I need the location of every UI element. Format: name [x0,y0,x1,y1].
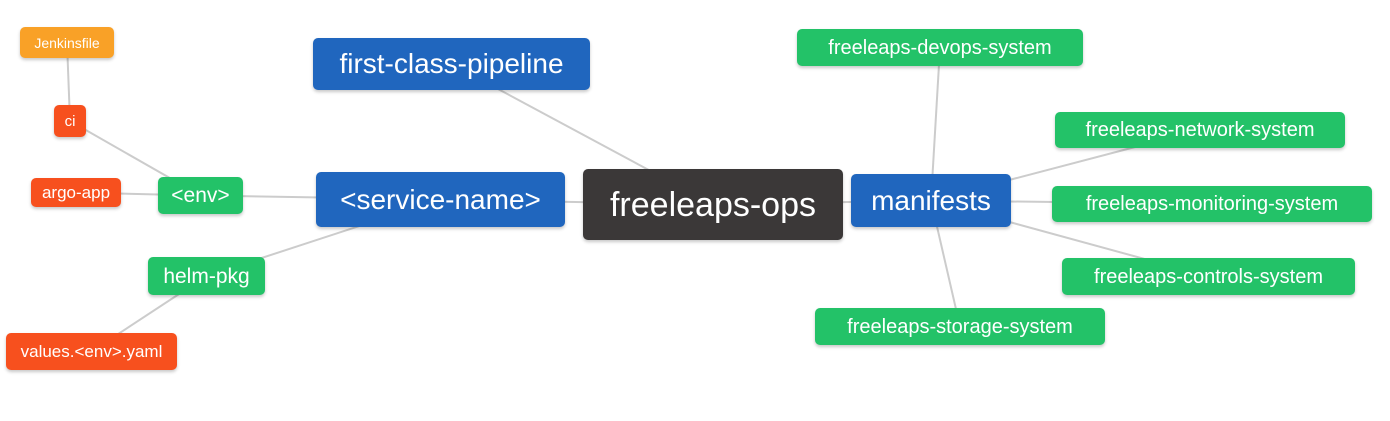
node-label: argo-app [41,183,111,202]
node-label: freeleaps-devops-system [828,36,1052,59]
node-freeleaps-ops[interactable]: freeleaps-ops [583,169,843,240]
node-label: values.<env>.yaml [20,342,163,361]
node-label: freeleaps-controls-system [1094,265,1323,288]
node-label: <env> [171,184,230,207]
node-freeleaps-devops-system[interactable]: freeleaps-devops-system [797,29,1083,66]
node-service-name[interactable]: <service-name> [316,172,565,227]
node-jenkinsfile[interactable]: Jenkinsfile [20,27,114,58]
node-ci[interactable]: ci [54,105,86,137]
node-label: freeleaps-network-system [1085,119,1315,141]
node-label: freeleaps-monitoring-system [1085,193,1339,215]
node-label: first-class-pipeline [339,48,564,79]
node-label: ci [64,112,76,130]
node-label: <service-name> [340,183,541,215]
node-freeleaps-controls-system[interactable]: freeleaps-controls-system [1062,258,1355,295]
node-label: Jenkinsfile [34,34,100,51]
node-label: freeleaps-storage-system [847,315,1073,338]
node-label: freeleaps-ops [609,185,816,224]
node-manifests[interactable]: manifests [851,174,1011,227]
node-values-env-yaml[interactable]: values.<env>.yaml [6,333,177,370]
node-helm-pkg[interactable]: helm-pkg [148,257,265,295]
node-label: manifests [871,184,991,216]
node-argo-app[interactable]: argo-app [31,178,121,207]
node-freeleaps-monitoring-system[interactable]: freeleaps-monitoring-system [1052,186,1372,222]
node-freeleaps-storage-system[interactable]: freeleaps-storage-system [815,308,1105,345]
node-freeleaps-network-system[interactable]: freeleaps-network-system [1055,112,1345,148]
node-env[interactable]: <env> [158,177,243,214]
node-label: helm-pkg [163,264,250,288]
node-first-class-pipeline[interactable]: first-class-pipeline [313,38,590,90]
